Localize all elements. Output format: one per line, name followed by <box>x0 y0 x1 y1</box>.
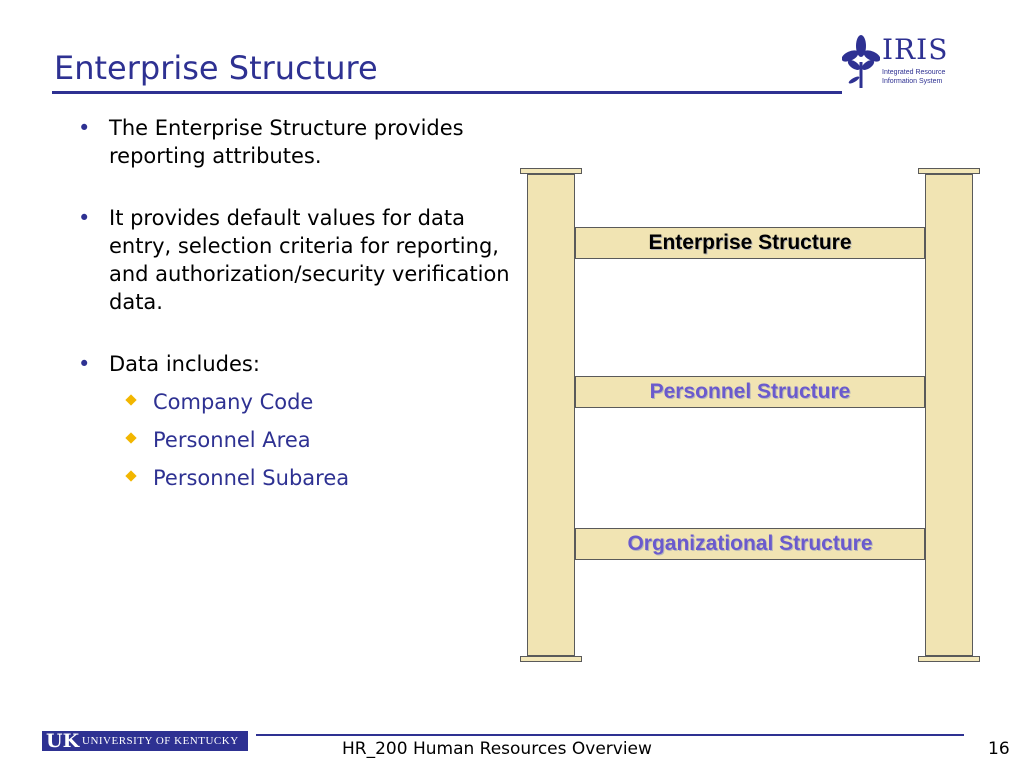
bullet-list: • The Enterprise Structure provides repo… <box>78 114 528 526</box>
left-pillar-top-cap <box>520 168 582 174</box>
page-number: 16 <box>988 739 1010 759</box>
bullet-dot-icon: • <box>78 116 91 140</box>
beam-organizational-structure: Organizational Structure <box>575 528 925 560</box>
iris-logo: IRIS Integrated Resource Information Sys… <box>842 32 952 92</box>
bullet-dot-icon: • <box>78 206 91 230</box>
beam-enterprise-structure: Enterprise Structure <box>575 227 925 259</box>
beam-label: Enterprise Structure <box>648 231 852 254</box>
university-logo: UK UNIVERSITY OF KENTUCKY <box>42 730 248 752</box>
left-pillar-bottom-cap <box>520 656 582 662</box>
sub-bullet-text: Company Code <box>153 390 314 414</box>
diamond-bullet-icon <box>125 470 137 482</box>
sub-bullet-list: Company Code Personnel Area Personnel Su… <box>109 388 528 492</box>
diamond-bullet-icon <box>125 394 137 406</box>
beam-personnel-structure: Personnel Structure <box>575 376 925 408</box>
structure-diagram: Enterprise Structure Personnel Structure… <box>518 168 984 668</box>
title-underline <box>52 91 842 94</box>
sub-bullet-item: Personnel Area <box>109 426 528 454</box>
diamond-bullet-icon <box>125 432 137 444</box>
slide-title: Enterprise Structure <box>54 49 378 87</box>
bullet-text: The Enterprise Structure provides report… <box>109 116 464 168</box>
beam-label: Organizational Structure <box>627 532 873 555</box>
logo-wordmark: IRIS <box>882 33 949 66</box>
sub-bullet-item: Personnel Subarea <box>109 464 528 492</box>
university-name: UNIVERSITY OF KENTUCKY <box>82 735 239 747</box>
bullet-item: • It provides default values for data en… <box>78 204 529 316</box>
beam-label: Personnel Structure <box>649 380 851 403</box>
bullet-text: Data includes: <box>109 352 260 376</box>
sub-bullet-text: Personnel Area <box>153 428 311 452</box>
footer-course-title: HR_200 Human Resources Overview <box>342 739 652 759</box>
bullet-item: • Data includes: Company Code Personnel … <box>78 350 528 492</box>
uk-monogram: UK <box>46 730 80 752</box>
logo-subtitle-line2: Information System <box>882 78 943 85</box>
right-pillar-bottom-cap <box>918 656 980 662</box>
left-pillar <box>527 174 575 656</box>
bullet-item: • The Enterprise Structure provides repo… <box>78 114 528 170</box>
footer-rule <box>256 734 964 736</box>
bullet-text: It provides default values for data entr… <box>109 206 510 314</box>
right-pillar-top-cap <box>918 168 980 174</box>
right-pillar <box>925 174 973 656</box>
logo-subtitle: Integrated Resource Information System <box>882 68 945 86</box>
logo-subtitle-line1: Integrated Resource <box>882 69 946 76</box>
iris-flower-icon <box>842 35 880 88</box>
bullet-dot-icon: • <box>78 352 91 376</box>
sub-bullet-text: Personnel Subarea <box>153 466 350 490</box>
sub-bullet-item: Company Code <box>109 388 528 416</box>
